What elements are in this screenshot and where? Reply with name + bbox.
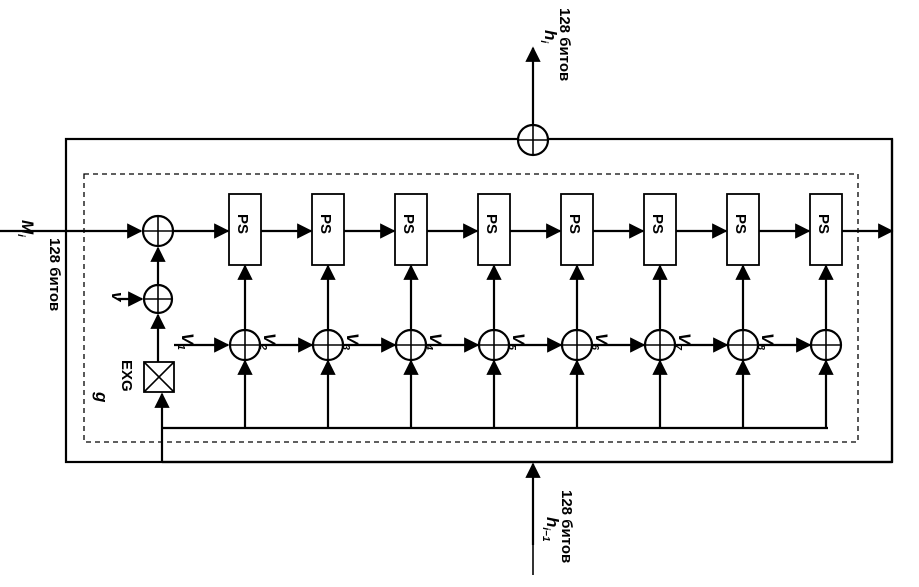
v-label-6: V6 <box>589 333 611 350</box>
ps-label-4: PS <box>483 214 500 234</box>
svg-text:128 битов: 128 битов <box>46 238 63 311</box>
ps-box-2 <box>311 193 345 266</box>
svg-text:128 битов: 128 битов <box>558 490 575 563</box>
svg-text:hi: hi <box>538 30 560 43</box>
v-label-2: V2 <box>257 333 279 350</box>
v-label-5: V5 <box>506 333 528 350</box>
ps-label-8: PS <box>815 214 832 234</box>
v-label-3: V3 <box>340 333 362 350</box>
h-bits-label: 128 битов <box>558 490 575 563</box>
ps-box-7 <box>726 193 760 266</box>
ps-box-3 <box>394 193 428 266</box>
h-input-label: hi−1 <box>540 517 562 542</box>
ps-label-5: PS <box>566 214 583 234</box>
outer-frame <box>64 137 894 464</box>
v-const-label: v <box>108 292 127 303</box>
svg-text:128 битов: 128 битов <box>556 8 573 81</box>
m-bits-label: 128 битов <box>46 238 63 311</box>
g-block-label: g <box>92 391 111 403</box>
ps-box-4 <box>477 193 511 266</box>
exg-label: EXG <box>118 360 135 392</box>
stages-group: PS V1 PS V2 PS V3 PS V4 PS V5 PS V6 PS V7 PS V8 <box>173 139 894 462</box>
v-label-7: V7 <box>672 333 694 350</box>
g-block-boundary <box>83 173 859 443</box>
ps-label-7: PS <box>732 214 749 234</box>
ps-box-6 <box>643 193 677 266</box>
ps-box-8 <box>809 193 843 266</box>
ps-label-1: PS <box>234 214 251 234</box>
ps-box-1 <box>228 193 262 266</box>
output-label: hi <box>538 30 560 43</box>
m-input-label: Mi <box>15 220 37 237</box>
ps-label-3: PS <box>400 214 417 234</box>
v-label-4: V4 <box>423 333 445 350</box>
v-label-8: V8 <box>755 333 777 350</box>
ps-box-5 <box>560 193 594 266</box>
svg-text:Mi: Mi <box>15 220 37 237</box>
svg-text:hi−1: hi−1 <box>540 517 562 542</box>
v-label-1: V1 <box>175 333 197 350</box>
ps-label-6: PS <box>649 214 666 234</box>
svg-text:g: g <box>92 391 111 403</box>
svg-text:EXG: EXG <box>118 360 135 392</box>
ps-label-2: PS <box>317 214 334 234</box>
output-bits-label: 128 битов <box>556 8 573 81</box>
svg-text:v: v <box>108 292 127 303</box>
